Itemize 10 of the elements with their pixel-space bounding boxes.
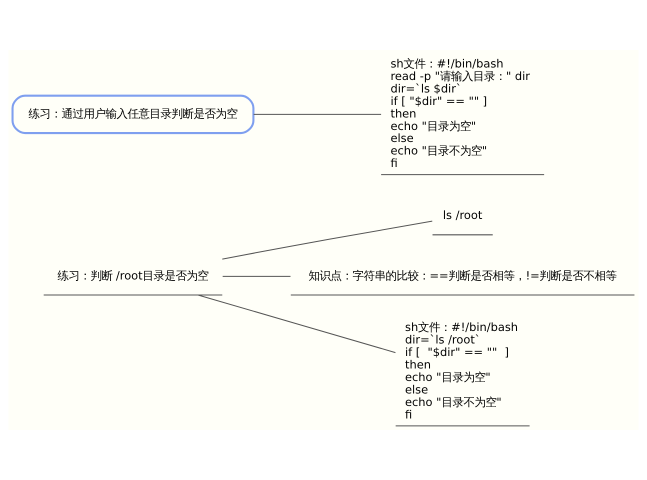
node-text: ls /root: [442, 208, 482, 222]
node-text: 知识点：字符串的比较：==判断是否相等，!=判断是否不相等: [308, 268, 617, 282]
connector: [254, 114, 382, 115]
connector: [222, 276, 290, 277]
connector: [222, 220, 432, 260]
node-text: sh文件：#!/bin/bash read -p "请输入目录：" dir dir=`ls $dir` if [ "$dir" == "" ] then echo "目录为空" else echo "目录不为空" fi: [390, 56, 530, 170]
connector: [198, 294, 396, 354]
node-box: 练习：通过用户输入任意目录判断是否为空: [12, 94, 254, 134]
node-text: sh文件：#!/bin/bash dir=`ls /root` if [ "$dir" == "" ] then echo "目录为空" else echo "目录不为空" fi: [405, 320, 518, 422]
node-text: 练习：判断 /root目录是否为空: [57, 268, 209, 282]
